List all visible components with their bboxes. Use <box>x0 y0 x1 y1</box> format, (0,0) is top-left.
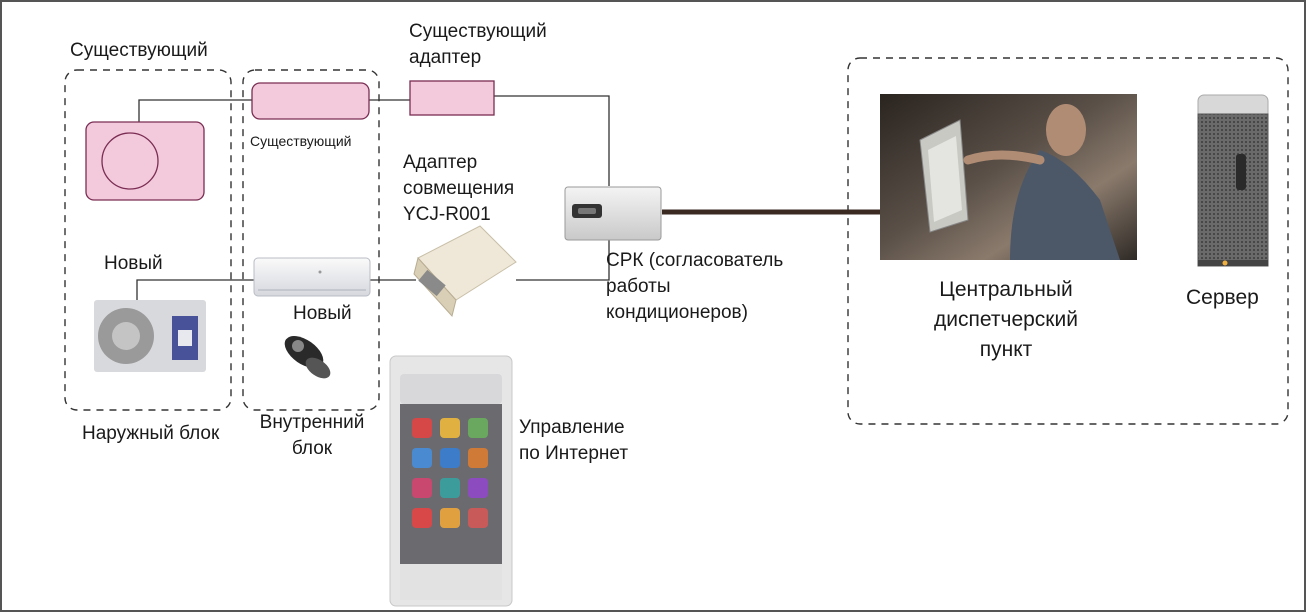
link-compat-adapter-srk <box>516 240 610 281</box>
label-srk-1: СРК (согласователь <box>606 250 784 271</box>
new-remote-control <box>284 336 331 379</box>
label-new-indoor: Новый <box>293 303 352 324</box>
srk-device <box>564 186 662 241</box>
existing-indoor-unit <box>251 82 370 120</box>
label-indoor-unit-1: Внутренний <box>259 412 365 433</box>
indoor-units-group <box>242 69 380 411</box>
label-server: Сервер <box>1186 286 1259 309</box>
label-srk-3: кондиционеров) <box>606 302 748 323</box>
label-indoor-unit-2: блок <box>291 438 333 459</box>
link-outdoor-indoor-new <box>136 279 254 300</box>
label-compat-adapter-1: Адаптер <box>403 152 478 173</box>
label-compat-adapter-2: совмещения <box>403 178 515 199</box>
label-internet-1: Управление <box>519 417 625 438</box>
label-existing-adapter-2: адаптер <box>409 47 482 68</box>
label-compat-adapter-3: YCJ-R001 <box>403 204 491 225</box>
label-new-outdoor: Новый <box>104 253 163 274</box>
compat-adapter-device <box>413 225 517 318</box>
link-adapter-srk <box>494 95 610 186</box>
label-central-2: диспетчерский <box>934 308 1078 331</box>
label-existing-indoor: Существующий <box>250 133 352 149</box>
new-indoor-ac-unit <box>253 257 371 297</box>
existing-adapter <box>409 80 495 116</box>
new-outdoor-unit <box>94 300 206 372</box>
label-internet-2: по Интернет <box>519 443 629 464</box>
label-central-1: Центральный <box>939 278 1073 301</box>
label-existing-outdoor: Существующий <box>70 40 208 61</box>
link-outdoor-indoor-existing <box>138 99 252 122</box>
central-station-group <box>847 57 1289 425</box>
label-srk-2: работы <box>606 276 671 297</box>
outdoor-fan-icon <box>101 132 159 190</box>
label-central-3: пункт <box>979 338 1033 361</box>
smartphone-device <box>389 355 513 607</box>
label-existing-adapter-1: Существующий <box>409 21 547 42</box>
label-outdoor-unit: Наружный блок <box>82 423 220 444</box>
outdoor-units-group <box>64 69 232 411</box>
operator-photo <box>880 94 1137 260</box>
server-tower <box>1197 94 1269 267</box>
